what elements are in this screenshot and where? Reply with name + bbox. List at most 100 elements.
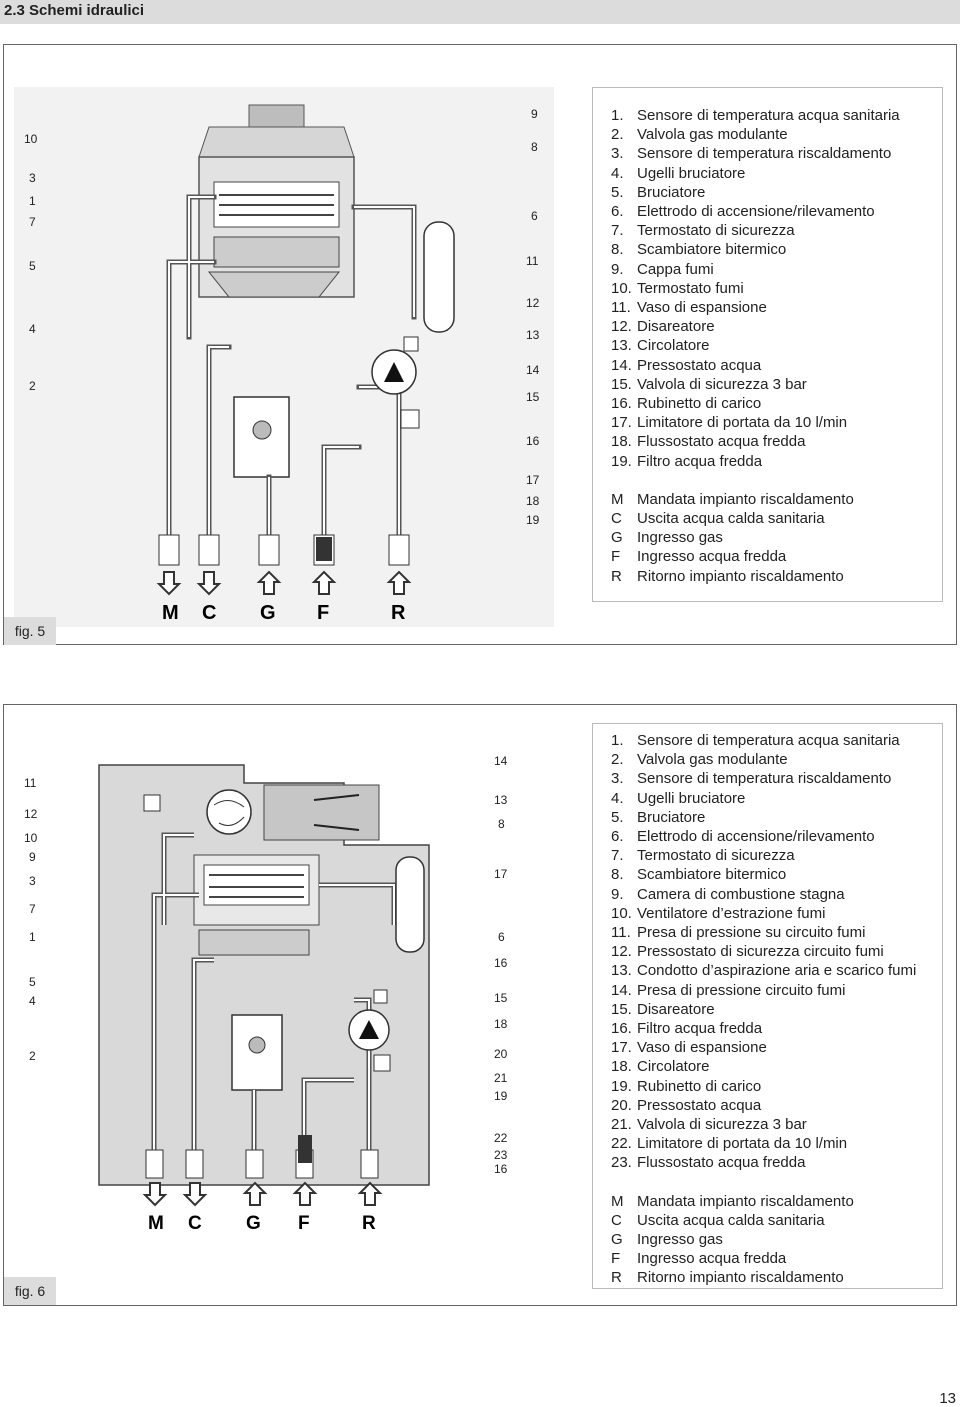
legend-item: 11.Presa di pressione su circuito fumi (611, 924, 866, 942)
bottom-letter: R (391, 602, 406, 624)
bottom-letter: R (362, 1213, 376, 1234)
legend-item: 8.Scambiatore bitermico (611, 866, 787, 884)
callout-label: 11 (526, 254, 539, 268)
legend-item: 9.Camera di combustione stagna (611, 885, 845, 903)
component-list: 1.Sensore di temperatura acqua sanitaria… (611, 106, 942, 471)
hydraulic-diagram-fig6: M C G F R 11 12 10 9 3 7 1 5 4 2 14 13 8… (24, 754, 508, 1234)
callout-label: 15 (526, 390, 540, 404)
callout-label: 13 (526, 328, 540, 342)
callout-label: 10 (24, 831, 38, 845)
callout-label: 7 (29, 902, 36, 916)
legend-item: 7.Termostato di sicurezza (611, 222, 795, 240)
legend-item: 1.Sensore di temperatura acqua sanitaria (611, 732, 900, 749)
legend-item: 19.Rubinetto di carico (611, 1077, 762, 1095)
legend-item: 10.Termostato fumi (611, 279, 744, 297)
callout-label: 18 (494, 1017, 508, 1031)
legend-item: 16.Filtro acqua fredda (611, 1020, 763, 1038)
legend-item: 10.Ventilatore d’estrazione fumi (611, 904, 826, 922)
legend-item: 3.Sensore di temperatura riscaldamento (611, 145, 892, 163)
callout-label: 9 (29, 850, 36, 864)
legend-item: 14.Pressostato acqua (611, 356, 762, 374)
callout-label: 6 (531, 209, 538, 223)
callout-label: 10 (24, 132, 38, 146)
legend-item: 18.Flussostato acqua fredda (611, 433, 806, 451)
bottom-letter: M (162, 602, 179, 624)
callout-label: 11 (24, 776, 37, 790)
callout-label: 1 (29, 194, 36, 208)
callout-label: 19 (526, 513, 540, 527)
callout-label: 6 (498, 930, 505, 944)
legend-fig6: 1.Sensore di temperatura acqua sanitaria… (592, 723, 943, 1289)
legend-item: 5.Bruciatore (611, 808, 706, 826)
callout-label: 16 (526, 434, 540, 448)
bottom-letter: C (188, 1213, 202, 1234)
legend-item: 21.Valvola di sicurezza 3 bar (611, 1116, 807, 1134)
legend-item: 9.Cappa fumi (611, 260, 714, 278)
bottom-letter: M (148, 1213, 164, 1234)
callout-label: 3 (29, 171, 36, 185)
legend-fig5: 1.Sensore di temperatura acqua sanitaria… (592, 87, 943, 602)
legend-item: 15.Disareatore (611, 1000, 715, 1018)
bottom-letter: C (202, 602, 216, 624)
callout-label: 2 (29, 1049, 36, 1063)
legend-item: 11.Vaso di espansione (611, 299, 767, 317)
callout-label: 20 (494, 1047, 508, 1061)
legend-item: 8.Scambiatore bitermico (611, 241, 787, 259)
legend-item: 6.Elettrodo di accensione/rilevamento (611, 203, 875, 221)
legend-item: 16.Rubinetto di carico (611, 395, 762, 413)
callout-label: 14 (494, 754, 508, 768)
callout-label: 2 (29, 379, 36, 393)
callout-label: 8 (498, 817, 505, 831)
legend-item: 20.Pressostato acqua (611, 1096, 762, 1114)
callout-label: 13 (494, 793, 508, 807)
hydraulic-diagram-fig5: M C G F R 10 3 1 7 5 4 2 9 8 6 11 12 13 … (14, 87, 554, 627)
legend-item: 14.Presa di pressione circuito fumi (611, 981, 846, 999)
callout-label: 15 (494, 991, 508, 1005)
callout-label: 5 (29, 259, 36, 273)
legend-item: 15.Valvola di sicurezza 3 bar (611, 375, 807, 393)
figure-5: M C G F R 10 3 1 7 5 4 2 9 8 6 11 12 13 … (3, 44, 957, 645)
callout-label: 16 (494, 1162, 508, 1176)
callout-label: 14 (526, 363, 540, 377)
callout-label: 17 (526, 473, 540, 487)
figure-label: fig. 5 (4, 617, 56, 645)
legend-item: 4.Ugelli bruciatore (611, 789, 746, 807)
legend-item: 12.Disareatore (611, 318, 715, 336)
callout-label: 7 (29, 215, 36, 229)
bottom-letter: F (317, 602, 329, 624)
callout-label: 12 (24, 807, 38, 821)
callout-label: 9 (531, 107, 538, 121)
callout-label: 5 (29, 975, 36, 989)
legend-item: 7.Termostato di sicurezza (611, 847, 795, 865)
section-title: 2.3 Schemi idraulici (0, 0, 960, 24)
callout-label: 1 (29, 930, 36, 944)
legend-item: 12.Pressostato di sicurezza circuito fum… (611, 943, 884, 961)
page-number: 13 (939, 1390, 956, 1407)
legend-item: 23.Flussostato acqua fredda (611, 1154, 806, 1172)
callout-label: 12 (526, 296, 540, 310)
legend-item: 2.Valvola gas modulante (611, 126, 788, 144)
legend-item: 6.Elettrodo di accensione/rilevamento (611, 828, 875, 846)
legend-item: 4.Ugelli bruciatore (611, 164, 746, 182)
callout-label: 17 (494, 867, 508, 881)
callout-label: 16 (494, 956, 508, 970)
callout-label: 3 (29, 874, 36, 888)
bottom-letter: G (260, 602, 276, 624)
component-list: 1.Sensore di temperatura acqua sanitaria… (611, 731, 942, 1173)
callout-label: 8 (531, 140, 538, 154)
callout-label: 4 (29, 994, 36, 1008)
legend-item: 17.Limitatore di portata da 10 l/min (611, 414, 848, 432)
legend-item: 3.Sensore di temperatura riscaldamento (611, 770, 892, 788)
callout-label: 23 (494, 1148, 508, 1162)
callout-label: 19 (494, 1089, 508, 1103)
